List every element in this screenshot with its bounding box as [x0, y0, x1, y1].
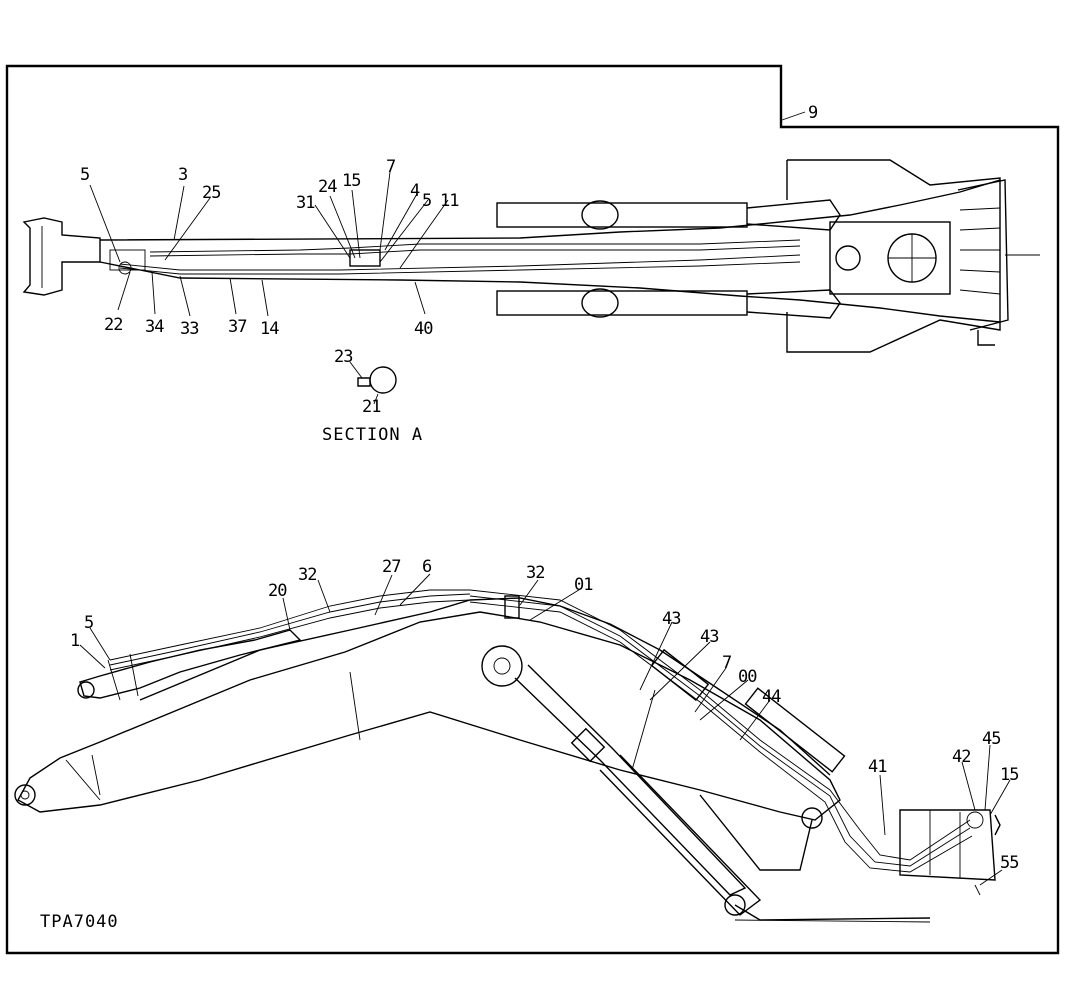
callout-label: 00	[738, 667, 757, 687]
callout-label: 01	[574, 575, 593, 595]
callout-label: 14	[260, 319, 279, 339]
callout-label: 45	[982, 729, 1000, 749]
callout-label: 6	[422, 557, 432, 577]
diagram-frame	[5, 64, 1060, 955]
callout-label: 43	[662, 609, 680, 629]
section-a-detail	[349, 361, 397, 405]
callout-label: 11	[440, 191, 459, 211]
callout-label: 32	[298, 565, 316, 585]
reference-labels: 9 5 3 25 31 24 15 7 4 5 11 22 34 33 37 1…	[40, 103, 1019, 932]
callout-label: 25	[202, 183, 220, 203]
top-view-leaders	[89, 111, 806, 317]
boom-side-view	[14, 589, 1001, 923]
figure-code: TPA7040	[40, 912, 119, 932]
callout-label: 37	[228, 317, 246, 337]
side-view-leaders	[79, 573, 1011, 886]
callout-label: 34	[145, 317, 164, 337]
callout-label: 5	[80, 165, 89, 185]
section-title: SECTION A	[322, 425, 423, 445]
callout-label: 4	[410, 181, 420, 201]
sheet-ref-label: 9	[808, 103, 818, 123]
callout-label: 5	[84, 613, 93, 633]
callout-label: 7	[722, 653, 731, 673]
callout-label: 55	[1000, 853, 1018, 873]
callout-label: 5	[422, 191, 431, 211]
callout-label: 23	[334, 347, 352, 367]
callout-label: 44	[762, 687, 781, 707]
callout-label: 40	[414, 319, 433, 339]
callout-label: 41	[868, 757, 887, 777]
callout-label: 43	[700, 627, 718, 647]
callout-label: 24	[318, 177, 337, 197]
callout-label: 32	[526, 563, 544, 583]
callout-label: 22	[104, 315, 122, 335]
callout-label: 15	[1000, 765, 1018, 785]
callout-label: 33	[180, 319, 198, 339]
callout-label: 15	[342, 171, 360, 191]
callout-label: 27	[382, 557, 400, 577]
callout-label: 20	[268, 581, 287, 601]
callout-label: 21	[362, 397, 381, 417]
callout-label: 3	[178, 165, 187, 185]
callout-label: 42	[952, 747, 970, 767]
callout-label: 1	[70, 631, 80, 651]
callout-label: 7	[386, 157, 395, 177]
callout-label: 31	[296, 193, 315, 213]
boom-top-view	[22, 159, 1040, 353]
